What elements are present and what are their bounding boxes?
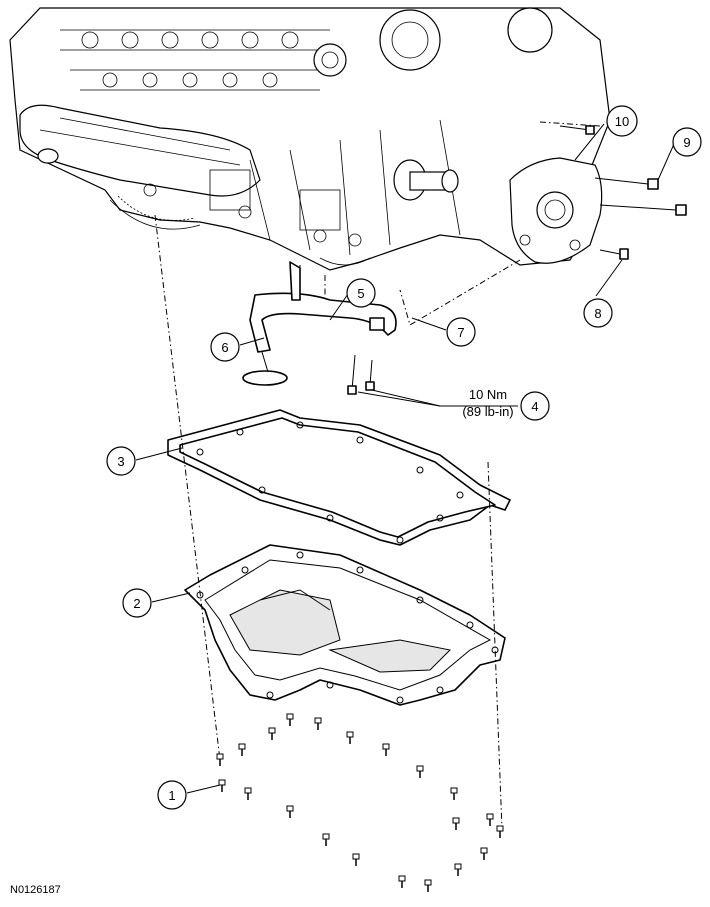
callout-7: 7 (446, 317, 476, 347)
oil-pan-bolt (238, 743, 246, 756)
oil-pan-bolt (314, 717, 322, 730)
oil-pan-bolt (424, 879, 432, 892)
oil-pan-bolt (218, 779, 226, 792)
oil-pan-bolt (452, 817, 460, 830)
oil-pan-bolt (382, 743, 390, 756)
alignment-line-left (154, 214, 221, 761)
oil-pump-bolt-upper (559, 125, 595, 135)
callout-label: 5 (357, 286, 364, 301)
callout-1: 1 (157, 780, 187, 810)
oil-pan-bolt (398, 875, 406, 888)
callout-label: 10 (615, 114, 629, 129)
callout-label: 7 (457, 325, 464, 340)
oil-pan-bolt (244, 787, 252, 800)
oil-pan-bolt (454, 863, 462, 876)
torque-lb-in: (89 lb-in) (462, 404, 513, 419)
torque-spec: 10 Nm (89 lb-in) (462, 387, 513, 419)
callout-label: 4 (531, 399, 538, 414)
oil-pan-bolt (480, 847, 488, 860)
oil-pump-bolt-8 (599, 248, 629, 260)
oil-pump (509, 157, 603, 264)
callout-label: 8 (594, 306, 601, 321)
oil-pan-bolts (216, 713, 504, 892)
callout-9: 9 (672, 127, 702, 157)
oil-pickup-tube (242, 261, 397, 395)
oil-pan-bolt (346, 731, 354, 744)
oil-pan-bolt (450, 787, 458, 800)
figure-id: N0126187 (10, 884, 61, 896)
oil-pan-bolt (216, 753, 224, 766)
callout-5: 5 (346, 278, 376, 308)
callout-8: 8 (583, 298, 613, 328)
callout-leaders (135, 123, 675, 794)
oil-pan-bolt (352, 853, 360, 866)
callout-label: 9 (683, 135, 690, 150)
oil-pump-bolt-9 (594, 177, 659, 190)
oil-pan-bolt (286, 713, 294, 726)
callout-4: 4 (520, 391, 550, 421)
oil-pan (184, 544, 506, 706)
oil-pan-bolt (286, 805, 294, 818)
callout-3: 3 (106, 446, 136, 476)
callout-label: 6 (221, 340, 228, 355)
callout-label: 1 (168, 788, 175, 803)
callout-label: 2 (133, 596, 140, 611)
oil-pan-bolt (416, 765, 424, 778)
alignment-line-right (487, 461, 503, 831)
oil-pan-gasket (167, 409, 511, 546)
engine-block (9, 7, 611, 271)
callout-6: 6 (210, 332, 240, 362)
oil-pan-bolt (322, 833, 330, 846)
callout-10: 10 (606, 105, 638, 137)
oil-pan-bolt (486, 813, 494, 826)
oil-pan-bolt (496, 825, 504, 838)
oil-pump-bolt-middle (599, 204, 687, 216)
oil-pan-bolt (268, 727, 276, 740)
callout-2: 2 (122, 588, 152, 618)
torque-nm: 10 Nm (469, 387, 507, 402)
callout-label: 3 (117, 454, 124, 469)
